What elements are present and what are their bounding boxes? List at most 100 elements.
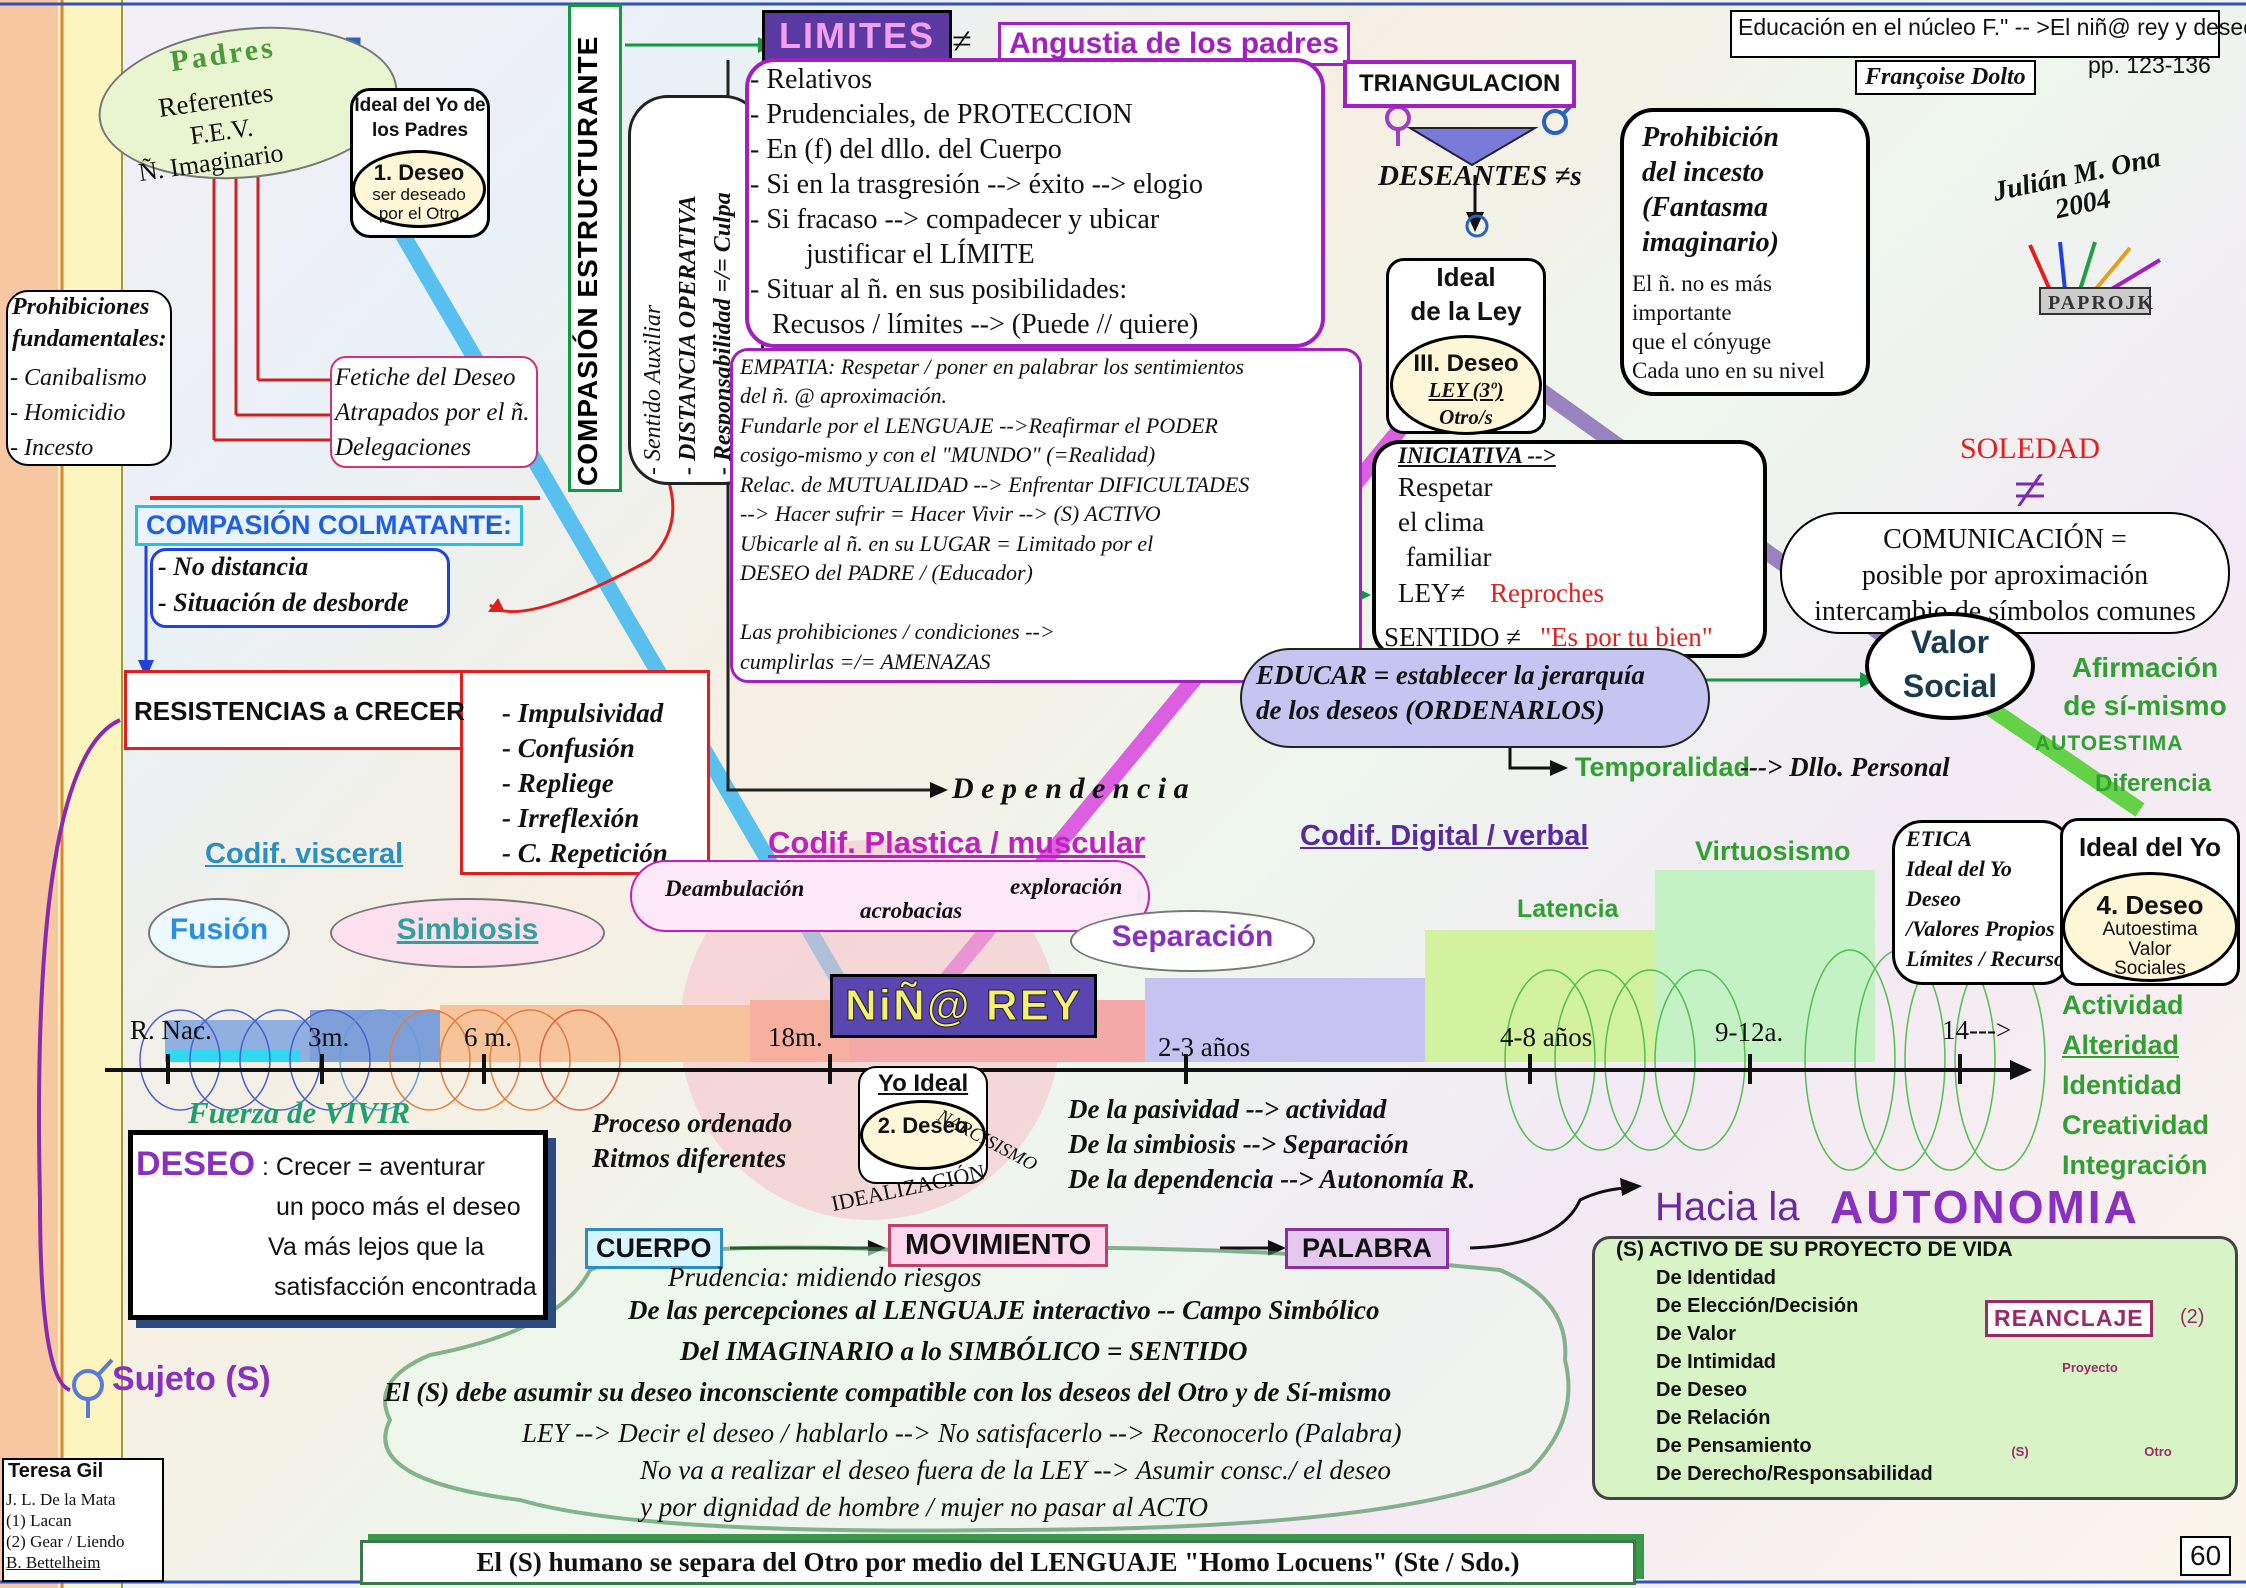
empatia-line-4: cosigo-mismo y con el "MUNDO" (=Realidad…	[740, 442, 1156, 467]
colmatante-item-2: - Situación de desborde	[158, 588, 409, 617]
iniciativa-reproches: Reproches	[1490, 578, 1604, 608]
activo-title: (S) ACTIVO DE SU PROYECTO DE VIDA	[1616, 1238, 2013, 1261]
incesto-title-2: del incesto	[1642, 157, 1765, 188]
separacion-oval	[1070, 910, 1315, 972]
prohibiciones-title-2: fundamentales:	[12, 326, 167, 352]
credits-line-2: (1) Lacan	[6, 1511, 72, 1530]
codif-visceral: Codif. visceral	[205, 838, 404, 870]
fusion-oval	[148, 898, 290, 968]
plastica-item-2: acrobacias	[860, 898, 963, 923]
compasion-estructurante-box	[568, 4, 622, 492]
resistencias-list-box	[460, 670, 710, 875]
limites-neq: ≠	[952, 21, 972, 61]
ideal-yo-oval	[2062, 872, 2238, 982]
ideal-yo-sub-2: Valor	[2128, 939, 2172, 960]
reanclaje-label: REANCLAJE	[1985, 1300, 2153, 1337]
resistencia-item-3: - Repliege	[502, 768, 614, 798]
etica-line-3: Deseo	[1906, 886, 1961, 911]
resistencia-item-5: - C. Repetición	[502, 838, 668, 868]
empatia-line-7: Ubicarle al ñ. en su LUGAR = Limitado po…	[740, 531, 1154, 556]
dependencia-label: D e p e n d e n c i a	[952, 772, 1189, 805]
timeline-label-7: 14--->	[1942, 1015, 2012, 1045]
compasion-line-1: - Sentido Auxiliar	[640, 304, 666, 475]
ideal-ley-ley: LEY (3º)	[1428, 378, 1504, 402]
logo-icon	[2020, 240, 2170, 320]
prohibicion-item-1: - Canibalismo	[10, 365, 147, 391]
deseo-line-3: Va más lejos que la	[268, 1233, 485, 1261]
flow-movimiento: MOVIMIENTO	[888, 1224, 1109, 1267]
ideal-ley-otro: Otro/s	[1439, 405, 1493, 429]
iniciativa-box	[1372, 440, 1767, 658]
ideal-ley-title-2: de la Ley	[1410, 296, 1522, 326]
right-list-3: Identidad	[2062, 1070, 2182, 1100]
limites-item-3: - En (f) del dllo. del Cuerpo	[750, 134, 1062, 165]
logo-text: PAPROJK	[2048, 292, 2155, 314]
limites-list-box	[745, 58, 1325, 348]
empatia-line-5: Relac. de MUTUALIDAD --> Enfrentar DIFIC…	[740, 472, 1250, 497]
activo-item-4: De Intimidad	[1656, 1351, 1777, 1373]
plastica-item-1: Deambulación	[665, 876, 805, 901]
page-number: 60	[2180, 1536, 2232, 1576]
ideal-yo-deseo: 4. Deseo	[2096, 890, 2204, 920]
incesto-line-2: importante	[1632, 300, 1732, 325]
timeline-label-4: 2-3 años	[1158, 1032, 1251, 1062]
stage-fusion: Fusión	[169, 913, 269, 946]
triangle-sujeto: (S)	[2011, 1444, 2029, 1459]
author-name: Françoise Dolto	[1855, 60, 2036, 95]
prohibicion-item-3: - Incesto	[10, 435, 94, 461]
comunicacion-line-2: posible por aproximación	[1861, 560, 2149, 591]
plastica-item-3: exploración	[1010, 874, 1123, 899]
comunicacion-line-3: intercambio de símbolos comunes	[1814, 596, 2196, 627]
colmatante-item-1: - No distancia	[158, 552, 309, 581]
activo-box	[1592, 1236, 2238, 1500]
activo-item-7: De Pensamiento	[1656, 1435, 1812, 1457]
afirmacion-1: Afirmación	[2071, 652, 2219, 683]
timeline-label-0: R. Nac.	[130, 1015, 212, 1045]
ideal-ley-deseo: III. Deseo	[1413, 350, 1519, 377]
stage-virtuosismo: Virtuosismo	[1695, 836, 1851, 866]
etica-line-5: Límites / Recursos	[1906, 946, 2074, 971]
hacia-prefix: Hacia la	[1655, 1185, 1800, 1229]
dllo-personal-label: ---> Dllo. Personal	[1740, 752, 1950, 782]
empatia-box	[730, 348, 1362, 683]
right-list-1: Actividad	[2062, 990, 2184, 1020]
lenguaje-line-1: De las percepciones al LENGUAJE interact…	[628, 1295, 1380, 1325]
ideal-padres-title-2: los Padres	[371, 120, 469, 141]
de-la-line-2: De la simbiosis --> Separación	[1068, 1129, 1409, 1159]
source-title: Educación en el núcleo F." -- >El niñ@ r…	[1738, 14, 2246, 40]
credits-line-4: B. Bettelheim	[6, 1553, 101, 1572]
prohibiciones-title-1: Prohibiciones	[12, 294, 150, 320]
credits-line-3: (2) Gear / Liendo	[6, 1532, 125, 1551]
temporalidad-label: Temporalidad	[1575, 752, 1751, 782]
stage-separacion: Separación	[1111, 920, 1274, 953]
compasion-line-2: - DISTANCIA OPERATIVA	[675, 195, 701, 475]
prohibicion-item-2: - Homicidio	[10, 400, 126, 426]
fetiche-line-1: Fetiche del Deseo	[335, 364, 516, 391]
deseantes-label: DESEANTES ≠s	[1378, 160, 1582, 192]
ideal-yo-title: Ideal del Yo	[2078, 832, 2222, 862]
triangulacion-title: TRIANGULACION	[1343, 60, 1577, 108]
etica-box	[1892, 820, 2072, 985]
triangle-proyecto: Proyecto	[2062, 1360, 2118, 1375]
activo-item-2: De Elección/Decisión	[1656, 1295, 1859, 1317]
autoestima-label: AUTOESTIMA	[2035, 732, 2184, 755]
ideal-padres-deseo-oval	[352, 150, 486, 228]
activo-item-6: De Relación	[1656, 1407, 1771, 1429]
resistencia-item-2: - Confusión	[502, 733, 635, 763]
credits-line-1: J. L. De la Mata	[6, 1490, 116, 1509]
iniciativa-por-tu-bien: "Es por tu bien"	[1540, 622, 1713, 652]
ideal-padres-title-1: Ideal del Yo de	[354, 95, 486, 116]
timeline-label-1: 3m.	[308, 1022, 350, 1052]
lenguaje-line-4: LEY --> Decir el deseo / hablarlo --> No…	[522, 1418, 1402, 1448]
comunicacion-cloud	[1780, 512, 2230, 634]
compasion-estructurante-title: COMPASIÓN ESTRUCTURANTE	[572, 35, 603, 486]
deseo-word: DESEO	[136, 1145, 256, 1183]
reanclaje-ref: (2)	[2180, 1306, 2205, 1328]
incesto-line-4: Cada uno en su nivel	[1632, 358, 1825, 383]
lenguaje-line-2: Del IMAGINARIO a lo SIMBÓLICO = SENTIDO	[680, 1336, 1248, 1366]
credits-name: Teresa Gil	[8, 1460, 104, 1482]
limites-item-7: - Situar al ñ. en sus posibilidades:	[750, 274, 1128, 305]
simbiosis-oval	[330, 898, 605, 968]
ideal-padres-deseo: 1. Deseo	[373, 160, 465, 185]
colmatante-list-box	[150, 548, 450, 628]
